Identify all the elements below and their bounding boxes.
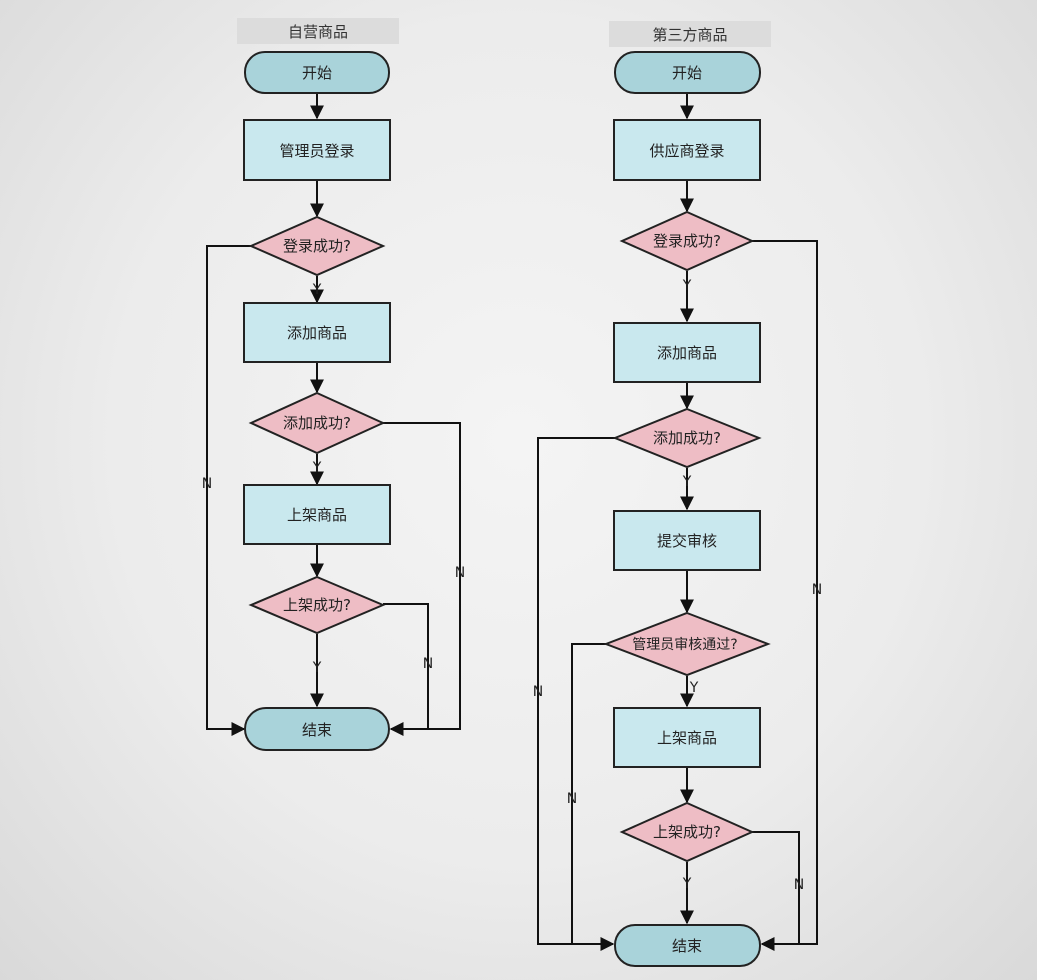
left-list-product-label: 上架商品 (287, 506, 347, 524)
left-start-node (244, 51, 390, 94)
right-review-decision (603, 611, 771, 677)
left-list-decision-label: 上架成功? (283, 596, 351, 614)
right-supplier-login-node (613, 119, 761, 181)
right-end-node (614, 924, 761, 967)
right-supplier-login-label: 供应商登录 (649, 142, 724, 160)
left-login-yes-label: Y (312, 282, 322, 298)
left-flow: 自营商品 开始 管理员登录 登录成功? 添加商品 添加成功? 上架商品 上架成功… (202, 18, 465, 751)
left-title: 自营商品 (288, 23, 348, 41)
right-add-product-node (613, 322, 761, 383)
right-review-decision-label: 管理员审核通过? (632, 637, 737, 653)
right-list-yes-label: Y (682, 876, 692, 892)
right-login-decision-label: 登录成功? (653, 232, 721, 250)
left-admin-login-label: 管理员登录 (279, 142, 354, 160)
edge-r-login-no (752, 240, 818, 951)
edge-l-list-no (383, 603, 429, 729)
left-list-product-node (243, 484, 391, 545)
right-add-decision (612, 407, 762, 469)
left-login-no-label: N (202, 476, 212, 492)
edge-l-login-no (206, 245, 252, 736)
left-admin-login-node (243, 119, 391, 181)
left-login-decision-label: 登录成功? (283, 237, 351, 255)
left-list-no-label: N (423, 656, 433, 672)
right-add-yes-label: Y (682, 474, 692, 490)
right-list-no-label: N (794, 877, 804, 893)
right-submit-review-label: 提交审核 (657, 532, 717, 550)
left-end-label: 结束 (302, 721, 332, 739)
right-list-decision-label: 上架成功? (653, 823, 721, 841)
right-login-decision (619, 210, 755, 272)
left-title-bg (237, 18, 399, 44)
left-add-no-label: N (455, 565, 465, 581)
right-add-product-label: 添加商品 (657, 344, 717, 362)
right-submit-review-node (613, 510, 761, 571)
right-title: 第三方商品 (652, 26, 727, 44)
right-list-decision (619, 801, 755, 863)
edge-r-add-no (537, 437, 616, 951)
right-title-bg (609, 21, 771, 47)
left-start-label: 开始 (302, 64, 332, 82)
right-login-no-label: N (812, 582, 822, 598)
right-list-product-label: 上架商品 (657, 729, 717, 747)
right-start-node (614, 51, 761, 94)
right-login-yes-label: Y (682, 278, 692, 294)
right-start-label: 开始 (672, 64, 702, 82)
left-list-decision (248, 575, 386, 635)
right-add-decision-label: 添加成功? (653, 429, 721, 447)
right-review-no-label: N (567, 791, 577, 807)
left-add-product-label: 添加商品 (287, 324, 347, 342)
left-add-decision (248, 391, 386, 455)
left-add-yes-label: Y (312, 460, 322, 476)
left-end-node (244, 707, 390, 751)
left-add-product-node (243, 302, 391, 363)
right-list-product-node (613, 707, 761, 768)
right-add-no-label: N (533, 684, 543, 700)
edge-r-review-no (571, 643, 612, 944)
edge-l-add-no (383, 422, 461, 736)
right-flow: 第三方商品 开始 供应商登录 登录成功? 添加商品 添加成功? 提交审核 管理员… (533, 21, 822, 967)
left-list-yes-label: Y (312, 660, 322, 676)
right-end-label: 结束 (672, 937, 702, 955)
left-login-decision (248, 215, 386, 277)
right-review-yes-label: Y (689, 680, 699, 696)
edge-r-list-no (752, 831, 800, 944)
left-add-decision-label: 添加成功? (283, 414, 351, 432)
